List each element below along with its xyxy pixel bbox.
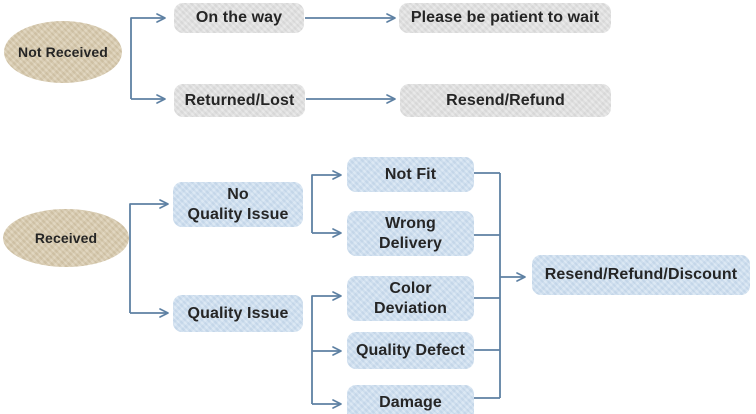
node-please-be-patient: Please be patient to wait xyxy=(399,3,611,33)
node-resend-refund-discount: Resend/Refund/Discount xyxy=(532,255,750,295)
node-received-label: Received xyxy=(34,229,98,246)
node-no-quality-issue-line2: Quality Issue xyxy=(187,205,289,223)
node-quality-issue: Quality Issue xyxy=(173,295,303,332)
node-quality-defect-label: Quality Defect xyxy=(356,341,465,359)
edge-noquality-notfit xyxy=(311,170,342,233)
edge-quality-colordeviation xyxy=(311,291,342,404)
node-not-received: Not Received xyxy=(4,21,122,83)
node-no-quality-issue: No Quality Issue xyxy=(173,182,303,227)
edge-notreceived-ontheway xyxy=(130,13,166,99)
node-damage: Damage xyxy=(347,385,474,414)
node-quality-defect: Quality Defect xyxy=(347,332,474,369)
node-wrong-delivery: Wrong Delivery xyxy=(347,211,474,256)
node-quality-issue-label: Quality Issue xyxy=(187,304,289,322)
node-returned-lost: Returned/Lost xyxy=(174,84,305,117)
node-on-the-way: On the way xyxy=(174,3,304,33)
node-resend-refund-discount-label: Resend/Refund/Discount xyxy=(544,266,738,284)
node-resend-refund: Resend/Refund xyxy=(400,84,611,117)
node-on-the-way-label: On the way xyxy=(195,9,283,27)
node-no-quality-issue-line1: No xyxy=(227,185,249,203)
node-wrong-delivery-line1: Wrong xyxy=(385,214,436,232)
node-received: Received xyxy=(3,209,129,267)
node-not-received-label: Not Received xyxy=(18,43,108,60)
node-color-deviation-line1: Color xyxy=(389,279,432,297)
node-not-fit: Not Fit xyxy=(347,157,474,192)
edge-received-noqualityissue xyxy=(129,199,169,313)
node-resend-refund-label: Resend/Refund xyxy=(446,91,565,109)
node-returned-lost-label: Returned/Lost xyxy=(184,91,295,109)
node-color-deviation-line2: Deviation xyxy=(374,299,447,317)
node-wrong-delivery-line2: Delivery xyxy=(378,234,443,252)
node-please-be-patient-label: Please be patient to wait xyxy=(410,9,600,27)
node-color-deviation: Color Deviation xyxy=(347,276,474,321)
node-damage-label: Damage xyxy=(379,394,442,412)
node-not-fit-label: Not Fit xyxy=(384,165,437,183)
